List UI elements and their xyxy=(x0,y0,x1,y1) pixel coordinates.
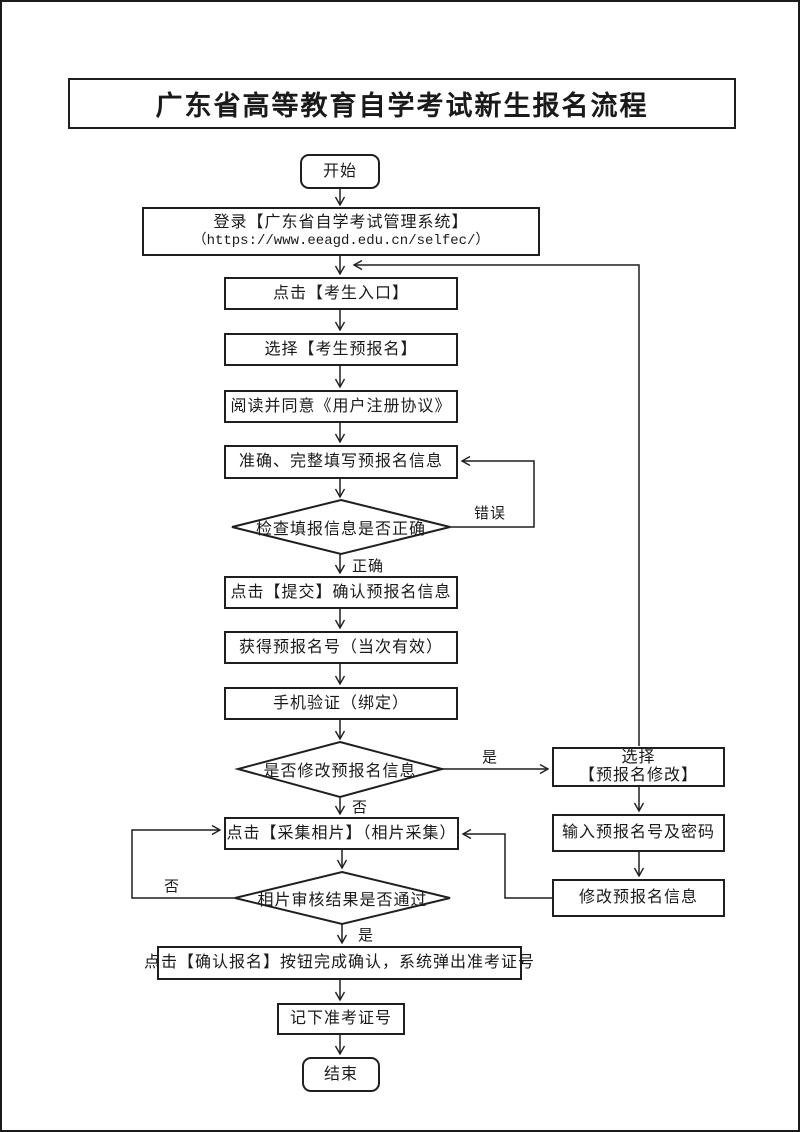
node-input-credentials: 输入预报名号及密码 xyxy=(552,814,725,852)
edge-modifyinfo-photo xyxy=(463,834,552,899)
node-note-number: 记下准考证号 xyxy=(277,1003,405,1035)
node-select-modify: 选择 【预报名修改】 xyxy=(552,747,725,787)
decision-check-info-label: 检查填报信息是否正确 xyxy=(255,521,426,538)
edge-label-correct: 正确 xyxy=(352,559,385,575)
node-submit: 点击【提交】确认预报名信息 xyxy=(224,576,458,609)
page-title: 广东省高等教育自学考试新生报名流程 xyxy=(68,78,736,129)
edge-label-modify-yes: 是 xyxy=(482,750,499,766)
node-modify-info: 修改预报名信息 xyxy=(552,879,725,917)
edge-check-error-loop xyxy=(450,461,535,528)
node-login-system: 登录【广东省自学考试管理系统】 （https://www.eeagd.edu.c… xyxy=(142,207,540,256)
node-fill-info: 准确、完整填写预报名信息 xyxy=(224,445,458,479)
edge-label-error: 错误 xyxy=(474,506,507,522)
edge-label-review-yes: 是 xyxy=(358,928,375,944)
decision-photo-review-label: 相片审核结果是否通过 xyxy=(257,892,428,909)
node-select-modify-line2: 【预报名修改】 xyxy=(578,767,698,784)
node-confirm-registration: 点击【确认报名】按钮完成确认，系统弹出准考证号 xyxy=(144,946,534,980)
node-candidate-entry: 点击【考生入口】 xyxy=(224,277,458,310)
edge-label-modify-no: 否 xyxy=(352,800,369,816)
decision-check-info-shape xyxy=(231,498,451,556)
node-login-system-url: （https://www.eeagd.edu.cn/selfec/） xyxy=(192,232,490,249)
node-phone-verify: 手机验证（绑定） xyxy=(224,687,458,720)
node-select-modify-line1: 选择 xyxy=(621,748,656,766)
node-collect-photo: 点击【采集相片】（相片采集） xyxy=(224,817,459,850)
decision-modify-label: 是否修改预报名信息 xyxy=(263,763,417,780)
node-end: 结束 xyxy=(302,1057,380,1092)
edge-selectmodify-return xyxy=(354,265,640,746)
node-login-system-line1: 登录【广东省自学考试管理系统】 xyxy=(213,213,469,231)
edge-label-review-no: 否 xyxy=(164,879,181,895)
node-start: 开始 xyxy=(300,154,380,189)
node-preregister: 选择【考生预报名】 xyxy=(224,333,458,366)
node-obtain-number: 获得预报名号（当次有效） xyxy=(224,631,458,664)
decision-modify-shape xyxy=(234,740,446,799)
node-user-agreement: 阅读并同意《用户注册协议》 xyxy=(224,390,458,423)
decision-photo-review-shape xyxy=(234,870,451,926)
edge-review-no-loop xyxy=(131,830,235,899)
